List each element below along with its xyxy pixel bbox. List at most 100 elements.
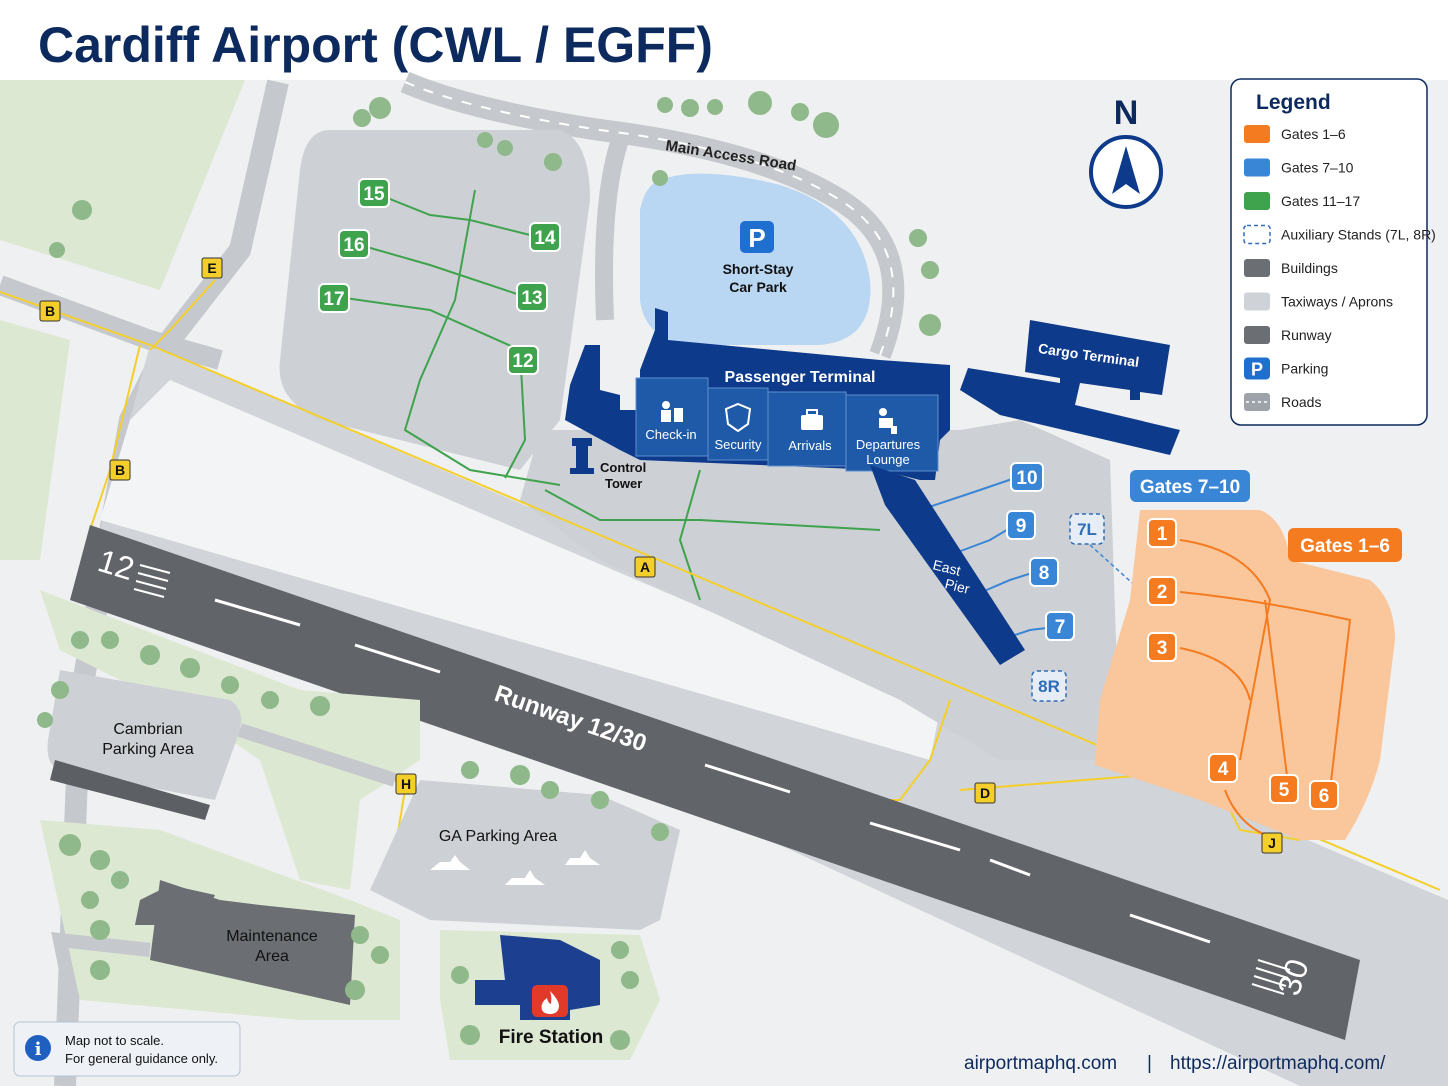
- gate-badge-label: 4: [1218, 759, 1229, 780]
- taxiway-marker-label: J: [1268, 835, 1276, 851]
- legend-item: Roads: [1244, 393, 1321, 411]
- runway: [70, 525, 1360, 1040]
- cambrian-label-1: Cambrian: [113, 721, 182, 738]
- threshold-30: [1251, 959, 1291, 995]
- legend-label: Runway: [1281, 327, 1332, 343]
- gate-badge-box: [1006, 510, 1036, 540]
- gate-13[interactable]: 13: [516, 282, 548, 312]
- threshold-12: [133, 564, 171, 598]
- gate-badge-box: [507, 345, 539, 375]
- fire-icon: [532, 985, 568, 1017]
- legend-swatch: [1243, 224, 1271, 245]
- gate-1[interactable]: 1: [1147, 518, 1177, 548]
- gate-2[interactable]: 2: [1147, 576, 1177, 606]
- cambrian-building: [50, 760, 210, 820]
- taxiway-marker-box: [201, 257, 223, 279]
- taxiway-marker-box: [1261, 832, 1283, 854]
- gate-badge-box: [1029, 557, 1059, 587]
- gate-badge-label: 1: [1157, 524, 1168, 545]
- taxiway-marker-label: B: [45, 303, 55, 319]
- gate-16[interactable]: 16: [338, 229, 370, 259]
- cambrian-parking-area: [47, 670, 242, 800]
- gate-14[interactable]: 14: [529, 222, 561, 252]
- page-title: Cardiff Airport (CWL / EGFF): [38, 17, 713, 73]
- gate-badge-box: [358, 178, 390, 208]
- ga-parking-label: GA Parking Area: [439, 828, 557, 845]
- gate-badge-box: [1147, 518, 1177, 548]
- gate-badge-label: 16: [343, 235, 364, 256]
- check-in-icon: [661, 401, 683, 422]
- compass: N: [1089, 94, 1163, 209]
- info-note: i Map not to scale. For general guidance…: [13, 1021, 241, 1077]
- legend-label: Gates 11–17: [1281, 193, 1360, 209]
- aux-stand-label: 7L: [1077, 520, 1097, 539]
- info-glyph: i: [35, 1039, 42, 1060]
- arrivals-label: Arrivals: [788, 438, 832, 453]
- departures-lounge-icon: [879, 408, 897, 434]
- passenger-terminal-label: Passenger Terminal: [725, 369, 876, 386]
- ga-parking-area: [370, 780, 680, 930]
- gate-badge-label: 14: [534, 228, 556, 249]
- fire-station-label: Fire Station: [499, 1027, 604, 1048]
- departures-label-2: Lounge: [866, 452, 909, 467]
- taxiway-marker-label: A: [640, 559, 650, 575]
- aux-stand-box: [1031, 670, 1067, 702]
- gate-4[interactable]: 4: [1208, 753, 1238, 783]
- legend-heading: Legend: [1256, 91, 1331, 114]
- maintenance-label-2: Area: [255, 948, 289, 965]
- gate-9[interactable]: 9: [1006, 510, 1036, 540]
- east-pier-label-2: Pier: [943, 575, 971, 597]
- gate-badge-box: [318, 283, 350, 313]
- gate-15[interactable]: 15: [358, 178, 390, 208]
- gate-7[interactable]: 7: [1045, 611, 1075, 641]
- gate-3[interactable]: 3: [1147, 632, 1177, 662]
- security-label: Security: [715, 437, 762, 452]
- taxiway-marker-label: H: [401, 776, 411, 792]
- taxiway-marker-label: D: [980, 785, 990, 801]
- taxiway-marker-d: D: [974, 782, 996, 804]
- taxiway-marker-b: B: [109, 459, 131, 481]
- gate-badge-label: 5: [1279, 780, 1290, 801]
- maintenance-label-1: Maintenance: [226, 928, 318, 945]
- flame-glyph: [541, 991, 559, 1014]
- short-stay-label-1: Short-Stay: [723, 261, 794, 277]
- footer-site[interactable]: airportmaphq.com: [964, 1053, 1117, 1074]
- road-centerline: [404, 81, 895, 356]
- aux-connector: [1089, 544, 1141, 591]
- gate-badge-box: [1269, 774, 1299, 804]
- gate-badge-box: [1147, 632, 1177, 662]
- gate-12[interactable]: 12: [507, 345, 539, 375]
- east-pier-label-1: East: [931, 556, 962, 578]
- gate-5[interactable]: 5: [1269, 774, 1299, 804]
- legend-label: Gates 7–10: [1281, 160, 1354, 176]
- apron-terminal: [520, 420, 1120, 760]
- runway-centerline: [214, 598, 1211, 944]
- legend-swatch: [1244, 192, 1270, 210]
- aux-stand-7l[interactable]: 7L: [1069, 513, 1105, 545]
- road: [595, 137, 629, 321]
- road: [51, 931, 151, 992]
- aux-stand-8r[interactable]: 8R: [1031, 670, 1067, 702]
- terminal-zones: [635, 377, 939, 472]
- gate-8[interactable]: 8: [1029, 557, 1059, 587]
- aux-stand-box: [1069, 513, 1105, 545]
- legend-label: Roads: [1281, 394, 1321, 410]
- gate-17[interactable]: 17: [318, 283, 350, 313]
- legend-item: Runway: [1244, 326, 1332, 344]
- arrivals-luggage-icon: [801, 409, 823, 430]
- gate-badge-box: [338, 229, 370, 259]
- gate-10[interactable]: 10: [1010, 462, 1044, 492]
- aux-stand-label: 8R: [1038, 677, 1060, 696]
- footer-url[interactable]: https://airportmaphq.com/: [1170, 1053, 1386, 1074]
- maintenance-building: [135, 885, 215, 925]
- gate-6[interactable]: 6: [1309, 780, 1339, 810]
- info-icon: [25, 1035, 51, 1061]
- compass-letter: N: [1114, 94, 1139, 132]
- info-note-line2: For general guidance only.: [65, 1051, 218, 1066]
- gate-badge-label: 9: [1016, 516, 1027, 537]
- gate-badge-label: 8: [1039, 563, 1050, 584]
